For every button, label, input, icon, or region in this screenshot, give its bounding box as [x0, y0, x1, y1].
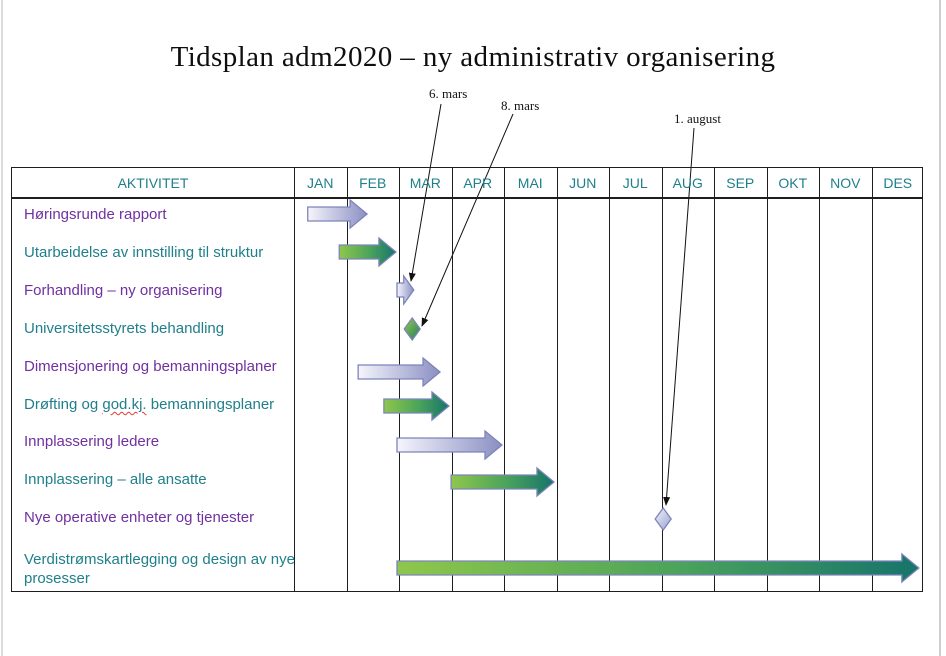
activity-label: Forhandling – ny organisering [24, 282, 223, 299]
column-header-month-aug: AUG [672, 175, 703, 191]
month-grid-line [451, 168, 453, 591]
header-separator [12, 197, 922, 200]
gantt-table: AKTIVITET JAN FEB MAR APR MAI JUN JUL AUG SEP OKT N… [11, 167, 923, 592]
month-grid-line [556, 168, 558, 591]
month-grid-line [609, 168, 611, 591]
activity-label: Nye operative enheter og tjenester [24, 509, 255, 526]
milestone-diamond [654, 506, 672, 532]
gantt-bars [307, 198, 920, 584]
activity-label: Utarbeidelse av innstilling til struktur [24, 244, 264, 261]
activity-label: Høringsrunde rapport [24, 206, 167, 223]
month-grid-line [661, 168, 663, 591]
date-annotation: 8. mars [501, 98, 540, 113]
column-header-month-apr: APR [463, 175, 493, 191]
gantt-bar-arrow [307, 198, 369, 230]
column-header-month-des: DES [883, 175, 913, 191]
milestone-diamond [403, 316, 422, 342]
month-grid-line [714, 168, 716, 591]
column-header-month-mar: MAR [409, 175, 441, 191]
month-grid-line [819, 168, 821, 591]
month-grid-line [766, 168, 768, 591]
column-header-month-jan: JAN [307, 175, 334, 191]
activity-column-divider [294, 168, 296, 591]
month-grid-line [871, 168, 873, 591]
column-header-month-jun: JUN [569, 175, 597, 191]
gantt-bar-arrow [338, 236, 397, 268]
column-header-month-nov: NOV [830, 175, 861, 191]
activity-label: Universitetsstyrets behandling [24, 320, 225, 337]
gantt-bar-arrow [396, 429, 504, 461]
slide-title: Tidsplan adm2020 – ny administrativ orga… [170, 41, 776, 73]
activity-label: Verdistrømskartlegging og design av nye … [24, 551, 295, 587]
date-annotation: 1. august [674, 111, 721, 126]
column-header-month-okt: OKT [778, 175, 808, 191]
column-header-month-feb: FEB [359, 175, 387, 191]
month-grid-line [504, 168, 506, 591]
gantt-bar-arrow [383, 390, 450, 422]
misspelled-word: god.kj. [102, 396, 147, 413]
column-header-month-sep: SEP [726, 175, 755, 191]
gantt-bar-arrow [450, 466, 555, 498]
activity-label: Dimensjonering og bemanningsplaner [24, 358, 277, 375]
month-grid-line [346, 168, 348, 591]
page-left-edge [1, 0, 3, 656]
gantt-bar-arrow [396, 273, 415, 307]
activity-label: Innplassering – alle ansatte [24, 471, 207, 488]
column-header-month-jul: JUL [622, 175, 648, 191]
gantt-bar-arrow [357, 356, 442, 388]
activity-label: Innplassering ledere [24, 433, 160, 450]
activity-label: Drøfting og god.kj. bemanningsplaner [24, 396, 275, 413]
date-annotation: 6. mars [429, 86, 468, 101]
gantt-bar-arrow [396, 552, 920, 584]
page-right-edge [939, 0, 941, 656]
column-header-aktivitet: AKTIVITET [117, 175, 189, 191]
column-header-month-mai: MAI [517, 175, 543, 191]
